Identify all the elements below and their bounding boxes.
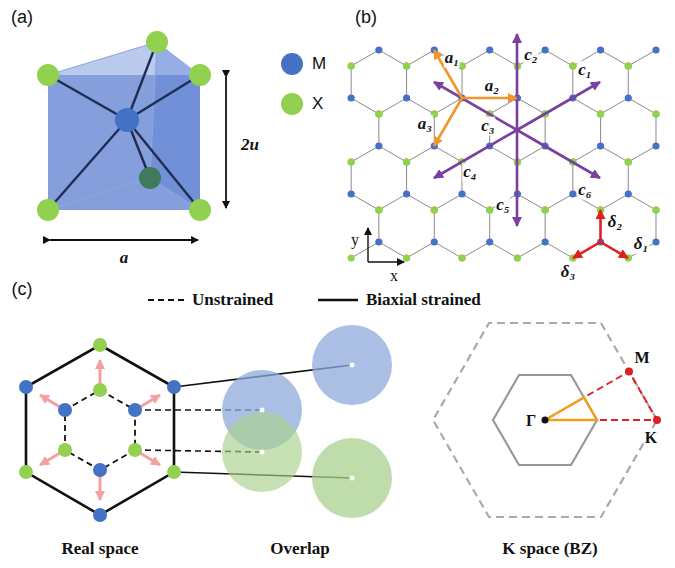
- legend-text: M: [312, 55, 326, 74]
- vector-label: a: [119, 249, 130, 268]
- k-point-label: Γ: [525, 412, 537, 430]
- vector-label: a₂: [484, 77, 500, 96]
- vector-label: c₁: [577, 61, 592, 80]
- panel-label: (a): [11, 8, 33, 28]
- vector-label: c₅: [495, 196, 510, 215]
- vector-label: δ₃: [560, 263, 577, 282]
- legend-text: Unstrained: [192, 291, 273, 310]
- caption-label: K space (BZ): [502, 540, 597, 559]
- trigonal-prism: [37, 31, 226, 240]
- legend-text: X: [312, 95, 323, 114]
- k-point-label: M: [633, 349, 650, 367]
- axis-label: x: [390, 267, 398, 285]
- orbital-overlap: [222, 325, 392, 518]
- panel-label: (c): [12, 280, 33, 300]
- legend-text: Biaxial strained: [366, 291, 481, 310]
- vector-label: δ₁: [633, 235, 650, 254]
- vector-label: a₃: [417, 115, 433, 134]
- caption-label: Real space: [62, 540, 139, 559]
- vector-label: c₃: [480, 117, 495, 136]
- axis-label: y: [351, 231, 359, 249]
- panel-label: (b): [355, 8, 377, 28]
- legend-line-dashed: [148, 299, 186, 301]
- honeycomb-lattice: [348, 46, 660, 261]
- legend-swatch: [281, 93, 303, 115]
- vector-label: 2u: [240, 136, 260, 155]
- vector-label: c₆: [577, 181, 592, 200]
- caption-label: Overlap: [270, 540, 330, 559]
- real-space-hexagons: [19, 338, 352, 522]
- vector-label: a₁: [444, 49, 460, 68]
- lattice-vectors: [368, 34, 628, 262]
- k-point-label: K: [644, 429, 658, 447]
- legend-swatch: [281, 53, 303, 75]
- vector-label: δ₂: [607, 213, 624, 232]
- vector-label: c₄: [462, 163, 477, 182]
- legend-line-solid: [318, 299, 358, 301]
- brillouin-zone: [433, 323, 661, 517]
- vector-label: c₂: [523, 46, 538, 65]
